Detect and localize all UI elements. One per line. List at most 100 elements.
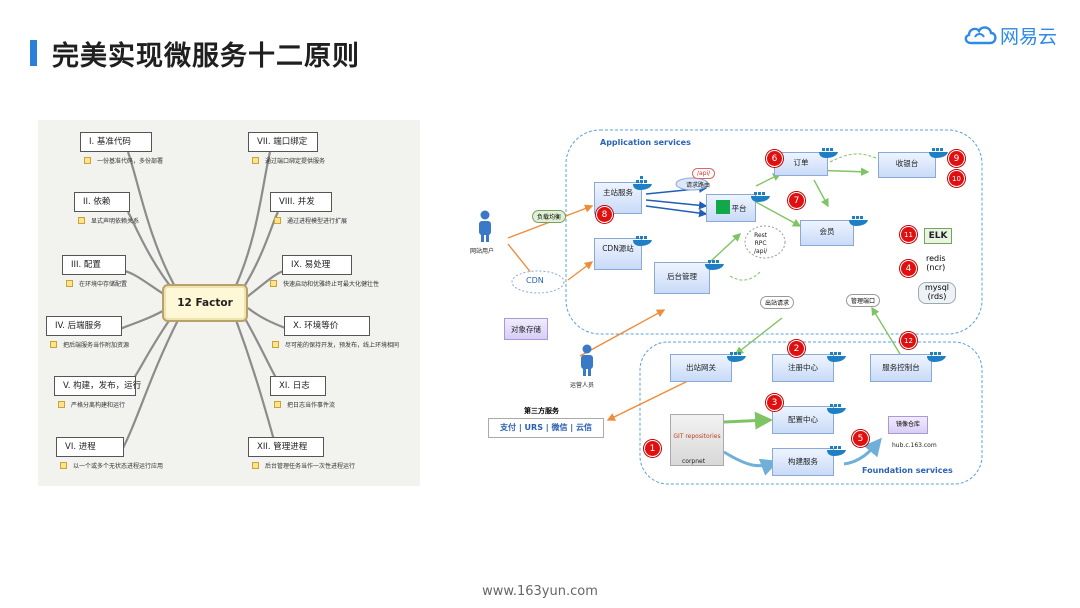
badge-4: 4 bbox=[900, 260, 917, 277]
config-center: 配置中心 bbox=[772, 406, 834, 434]
platform-service: 平台 bbox=[706, 194, 756, 222]
factor-note-2: 显式声明依赖关系 bbox=[78, 216, 139, 228]
api-tag: /api/ bbox=[692, 168, 716, 179]
docker-icon bbox=[819, 148, 838, 158]
factor-note-1: 一份基准代码，多份部署 bbox=[84, 156, 163, 168]
factor-note-12: 后台管理任务当作一次性进程运行 bbox=[252, 461, 355, 473]
brand-name: 网易云 bbox=[1000, 26, 1058, 48]
factor-note-11: 把日志当作事件流 bbox=[274, 400, 335, 412]
factor-note-3: 在环境中存储配置 bbox=[66, 279, 127, 291]
footer-url: www.163yun.com bbox=[482, 584, 598, 599]
badge-12: 12 bbox=[900, 332, 917, 349]
cdn-label: CDN bbox=[526, 276, 544, 285]
factor-node-9: IX. 易处理 bbox=[282, 255, 352, 275]
badge-11: 11 bbox=[900, 226, 917, 243]
docker-icon bbox=[727, 352, 746, 362]
factor-note-5: 严格分离构建和运行 bbox=[58, 400, 125, 412]
outbound-gateway: 出站网关 bbox=[670, 354, 732, 382]
note-icon bbox=[60, 462, 67, 469]
brand-logo: 网易云 bbox=[962, 20, 1062, 50]
cashier-service: 收银台 bbox=[878, 152, 936, 178]
note-icon bbox=[50, 341, 57, 348]
backend-admin-service: 后台管理 bbox=[654, 262, 710, 294]
load-balancer-tag: 负载均衡 bbox=[532, 210, 567, 223]
factor-node-7: VII. 端口绑定 bbox=[248, 132, 318, 152]
image-repository-node: 镜像仓库 bbox=[888, 416, 928, 434]
object-storage-node: 对象存储 bbox=[504, 318, 548, 340]
note-icon bbox=[78, 217, 85, 224]
badge-5: 5 bbox=[852, 430, 869, 447]
badge-10: 10 bbox=[948, 170, 965, 187]
factor-note-9: 快速启动和优雅终止可最大化健壮性 bbox=[270, 279, 379, 291]
operator-label: 运营人员 bbox=[570, 382, 595, 389]
factor-node-10: X. 环境等价 bbox=[284, 316, 370, 336]
platform-icon bbox=[715, 200, 730, 214]
docker-icon bbox=[633, 176, 652, 190]
rest-rpc-label: Rest RPC /api/ bbox=[754, 232, 768, 255]
redis-node: redis(ncr) bbox=[926, 254, 946, 272]
factor-note-10: 尽可能的保持开发，预发布，线上环境相同 bbox=[272, 340, 399, 352]
note-icon bbox=[252, 157, 259, 164]
build-service: 构建服务 bbox=[772, 448, 834, 476]
factor-node-11: XI. 日志 bbox=[270, 376, 326, 396]
docker-icon bbox=[751, 192, 770, 202]
docker-icon bbox=[827, 352, 846, 362]
registry-center: 注册中心 bbox=[772, 354, 834, 382]
third-party-services: 支付 | URS | 微信 | 云信 bbox=[488, 418, 604, 438]
note-icon bbox=[270, 280, 277, 287]
badge-2: 2 bbox=[788, 340, 805, 357]
badge-3: 3 bbox=[766, 394, 783, 411]
factor-note-6: 以一个或多个无状态进程运行应用 bbox=[60, 461, 163, 473]
service-console: 服务控制台 bbox=[870, 354, 932, 382]
git-repositories-node: GIT repositories bbox=[670, 414, 724, 466]
factor-note-8: 通过进程模型进行扩展 bbox=[274, 216, 347, 228]
title-accent-bar bbox=[30, 40, 37, 66]
image-hub-address: hub.c.163.com bbox=[892, 442, 937, 449]
mysql-node: mysql(rds) bbox=[918, 282, 956, 304]
note-icon bbox=[66, 280, 73, 287]
note-icon bbox=[252, 462, 259, 469]
factor-node-1: I. 基准代码 bbox=[80, 132, 152, 152]
note-icon bbox=[58, 401, 65, 408]
note-icon bbox=[84, 157, 91, 164]
mindmap-center: 12 Factor bbox=[162, 284, 248, 322]
factor-node-8: VIII. 并发 bbox=[270, 192, 332, 212]
factor-node-2: II. 依赖 bbox=[74, 192, 130, 212]
page-title: 完美实现微服务十二原则 bbox=[52, 41, 360, 72]
factor-node-5: V. 构建，发布，运行 bbox=[54, 376, 141, 396]
docker-icon bbox=[849, 216, 868, 226]
outbound-request-tag: 出站请求 bbox=[760, 296, 795, 309]
cloud-icon bbox=[964, 26, 997, 45]
note-icon bbox=[274, 401, 281, 408]
factor-node-4: IV. 后端服务 bbox=[46, 316, 122, 336]
website-user-label: 网站用户 bbox=[470, 248, 495, 255]
factor-node-12: XII. 管理进程 bbox=[248, 437, 324, 457]
factor-note-7: 通过端口绑定提供服务 bbox=[252, 156, 325, 168]
badge-8: 8 bbox=[596, 206, 613, 223]
request-routing-label: 请求路由 bbox=[686, 182, 711, 189]
factor-note-4: 把后端服务当作附加资源 bbox=[50, 340, 129, 352]
member-service: 会员 bbox=[800, 220, 854, 246]
docker-icon bbox=[927, 352, 946, 362]
foundation-services-label: Foundation services bbox=[862, 466, 953, 475]
docker-icon bbox=[827, 446, 846, 456]
docker-icon bbox=[827, 404, 846, 414]
management-port-tag: 管理端口 bbox=[846, 294, 881, 307]
docker-icon bbox=[929, 148, 948, 158]
docker-icon bbox=[705, 260, 724, 270]
order-service: 订单 bbox=[774, 152, 828, 176]
application-services-label: Application services bbox=[600, 138, 691, 147]
factor-node-6: VI. 进程 bbox=[56, 437, 124, 457]
docker-icon bbox=[633, 236, 652, 246]
note-icon bbox=[272, 341, 279, 348]
badge-9: 9 bbox=[948, 150, 965, 167]
badge-6: 6 bbox=[766, 150, 783, 167]
elk-node: ELK bbox=[924, 228, 952, 244]
note-icon bbox=[274, 217, 281, 224]
user-icon bbox=[479, 210, 491, 242]
badge-7: 7 bbox=[788, 192, 805, 209]
corpnet-label: corpnet bbox=[682, 458, 706, 465]
third-party-title: 第三方服务 bbox=[524, 407, 559, 415]
operator-icon bbox=[581, 344, 593, 376]
